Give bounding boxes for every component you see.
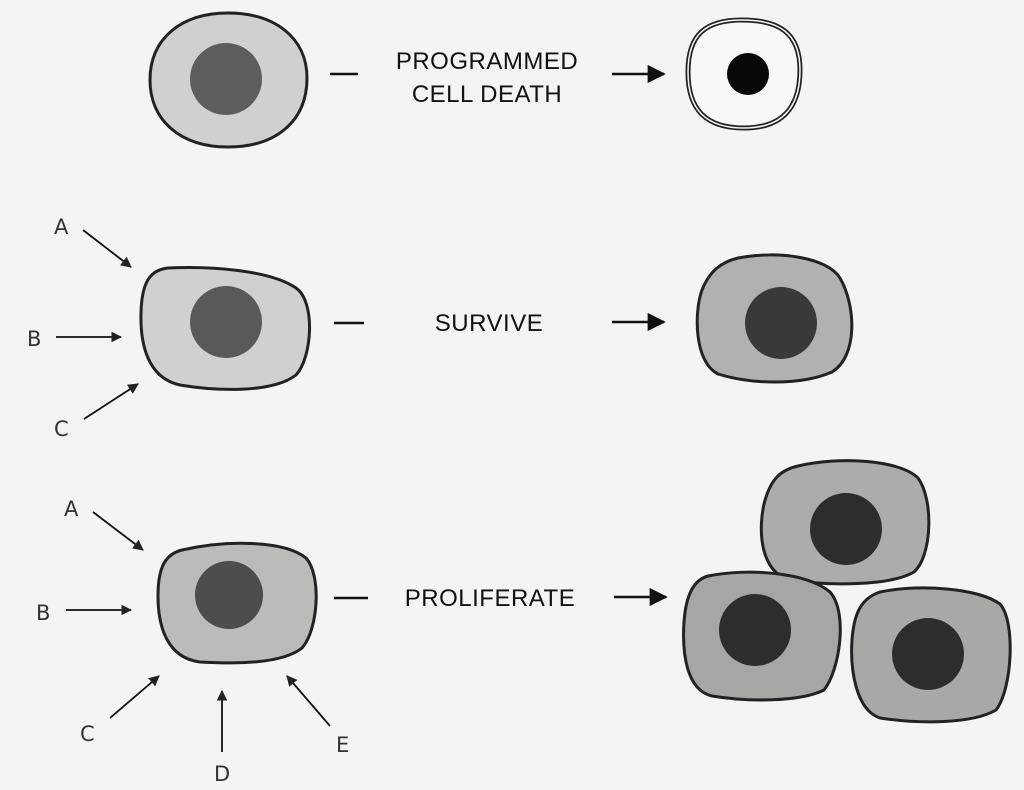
signal-label-c: C [54,417,69,441]
signal-arrow-a [92,511,144,551]
outcome-label: SURVIVE [435,310,543,337]
nucleus [719,594,791,666]
outcome-label-line-2: CELL DEATH [412,81,562,108]
signal-label-d: D [214,762,230,786]
signal-label-b: B [36,601,50,625]
row-programmed-cell-death: PROGRAMMED CELL DEATH [148,11,803,149]
signal-label-e: E [336,733,349,757]
nucleus [190,43,262,115]
cell-membrane-inner [687,19,801,129]
row-survive: A B C SURVIVE [27,215,854,441]
signal-label-b: B [27,327,41,351]
nucleus [892,618,964,690]
outcome-label: PROLIFERATE [405,585,575,612]
signal-label-a: A [54,215,69,239]
signal-arrow-e [286,675,331,727]
outcome-label-line-1: PROGRAMMED [396,48,578,75]
row-proliferate: A B C D E PROLIFERATE [36,459,1012,786]
nucleus [745,287,817,359]
signal-arrow-c [109,675,160,719]
signal-arrow-a [82,229,132,268]
nucleus [195,561,263,629]
condensed-nucleus [727,53,769,95]
nucleus [810,493,882,565]
signal-label-c: C [80,722,95,746]
nucleus [190,286,262,358]
signal-arrow-c [83,383,139,420]
signal-label-a: A [64,497,79,521]
daughter-cells [682,459,1012,724]
